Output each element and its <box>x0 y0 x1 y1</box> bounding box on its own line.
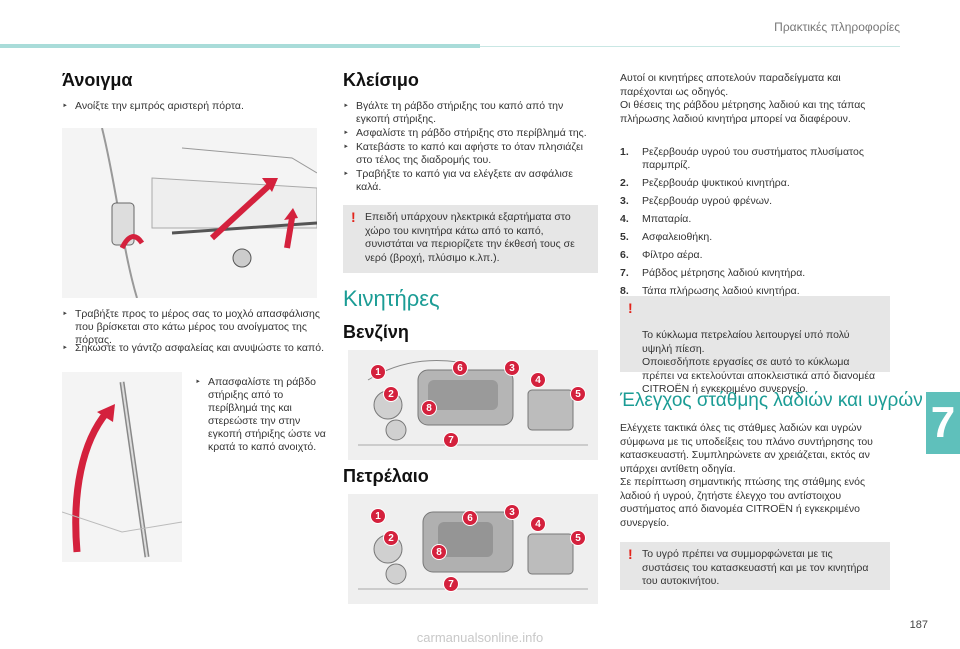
engines-intro: Αυτοί οι κινητήρες αποτελούν παραδείγματ… <box>620 72 866 125</box>
header-bar <box>0 44 480 48</box>
diesel-engine-illustration: 1 2 3 4 5 6 7 8 <box>348 494 598 604</box>
header-rule <box>480 46 900 47</box>
callout-8-petrol: 8 <box>421 400 437 416</box>
diesel-pressure-note: ! Το κύκλωμα πετρελαίου λειτουργεί υπό π… <box>620 296 890 395</box>
list-item: 1.Ρεζερβουάρ υγρού του συστήματος πλυσίμ… <box>620 146 864 171</box>
list-item: 8.Τάπα πλήρωσης λαδιού κινητήρα. <box>620 285 800 297</box>
callout-7-diesel: 7 <box>443 576 459 592</box>
water-warning-text: Επειδή υπάρχουν ηλεκτρικά εξαρτήματα στο… <box>365 211 575 264</box>
callout-2-diesel: 2 <box>383 530 399 546</box>
list-item: 2.Ρεζερβουάρ ψυκτικού κινητήρα. <box>620 177 790 189</box>
closing-step-2: Ασφαλίστε τη ράβδο στήριξης στο περίβλημ… <box>343 127 603 140</box>
callout-3-diesel: 3 <box>504 504 520 520</box>
petrol-title: Βενζίνη <box>343 322 409 342</box>
diesel-pressure-text: Το κύκλωμα πετρελαίου λειτουργεί υπό πολ… <box>642 329 876 395</box>
callout-1-petrol: 1 <box>370 364 386 380</box>
section-header: Πρακτικές πληροφορίες <box>774 20 900 34</box>
opening-step-3: Σηκώστε το γάντζο ασφαλείας και ανυψώστε… <box>62 342 324 355</box>
list-item: 6.Φίλτρο αέρα. <box>620 249 703 261</box>
callout-1-diesel: 1 <box>370 508 386 524</box>
callout-5-diesel: 5 <box>570 530 586 546</box>
list-item: 4.Μπαταρία. <box>620 213 692 225</box>
engine-parts-list: 1.Ρεζερβουάρ υγρού του συστήματος πλυσίμ… <box>620 146 890 303</box>
callout-4-diesel: 4 <box>530 516 546 532</box>
petrol-engine-illustration: 1 2 3 4 5 6 7 8 <box>348 350 598 460</box>
callout-3-petrol: 3 <box>504 360 520 376</box>
fluid-spec-text: Το υγρό πρέπει να συμμορφώνεται με τις σ… <box>642 548 869 587</box>
callout-6-diesel: 6 <box>462 510 478 526</box>
water-warning-note: ! Επειδή υπάρχουν ηλεκτρικά εξαρτήματα σ… <box>343 205 598 273</box>
closing-step-1: Βγάλτε τη ράβδο στήριξης του καπό από τη… <box>343 100 598 126</box>
fluid-spec-note: ! Το υγρό πρέπει να συμμορφώνεται με τις… <box>620 542 890 590</box>
warning-icon: ! <box>628 546 633 562</box>
closing-step-4: Τραβήξτε το καπό για να ελέγξετε αν ασφά… <box>343 168 598 194</box>
prop-rod-illustration <box>62 372 182 562</box>
hood-release-illustration <box>62 128 317 298</box>
engines-title: Κινητήρες <box>343 286 440 311</box>
levels-text: Ελέγχετε τακτικά όλες τις στάθμες λαδιών… <box>620 422 873 529</box>
callout-8-diesel: 8 <box>431 544 447 560</box>
diesel-title: Πετρέλαιο <box>343 466 429 486</box>
callout-7-petrol: 7 <box>443 432 459 448</box>
list-item: 7.Ράβδος μέτρησης λαδιού κινητήρα. <box>620 267 806 279</box>
closing-step-3: Κατεβάστε το καπό και αφήστε το όταν πλη… <box>343 141 598 167</box>
callout-6-petrol: 6 <box>452 360 468 376</box>
opening-step-4: Απασφαλίστε τη ράβδο στήριξης από το περ… <box>195 376 330 454</box>
warning-icon: ! <box>628 300 633 316</box>
chapter-tab: 7 <box>926 392 960 454</box>
callout-4-petrol: 4 <box>530 372 546 388</box>
callout-5-petrol: 5 <box>570 386 586 402</box>
page-number: 187 <box>909 619 928 631</box>
opening-step-1: Ανοίξτε την εμπρός αριστερή πόρτα. <box>62 100 302 113</box>
watermark: carmanualsonline.info <box>416 630 544 645</box>
closing-title: Κλείσιμο <box>343 70 419 90</box>
callout-2-petrol: 2 <box>383 386 399 402</box>
levels-title: Έλεγχος στάθμης λαδιών και υγρών <box>620 390 923 411</box>
list-item: 5.Ασφαλειοθήκη. <box>620 231 713 243</box>
opening-title: Άνοιγμα <box>62 70 133 90</box>
list-item: 3.Ρεζερβουάρ υγρού φρένων. <box>620 195 773 207</box>
warning-icon: ! <box>351 209 356 225</box>
